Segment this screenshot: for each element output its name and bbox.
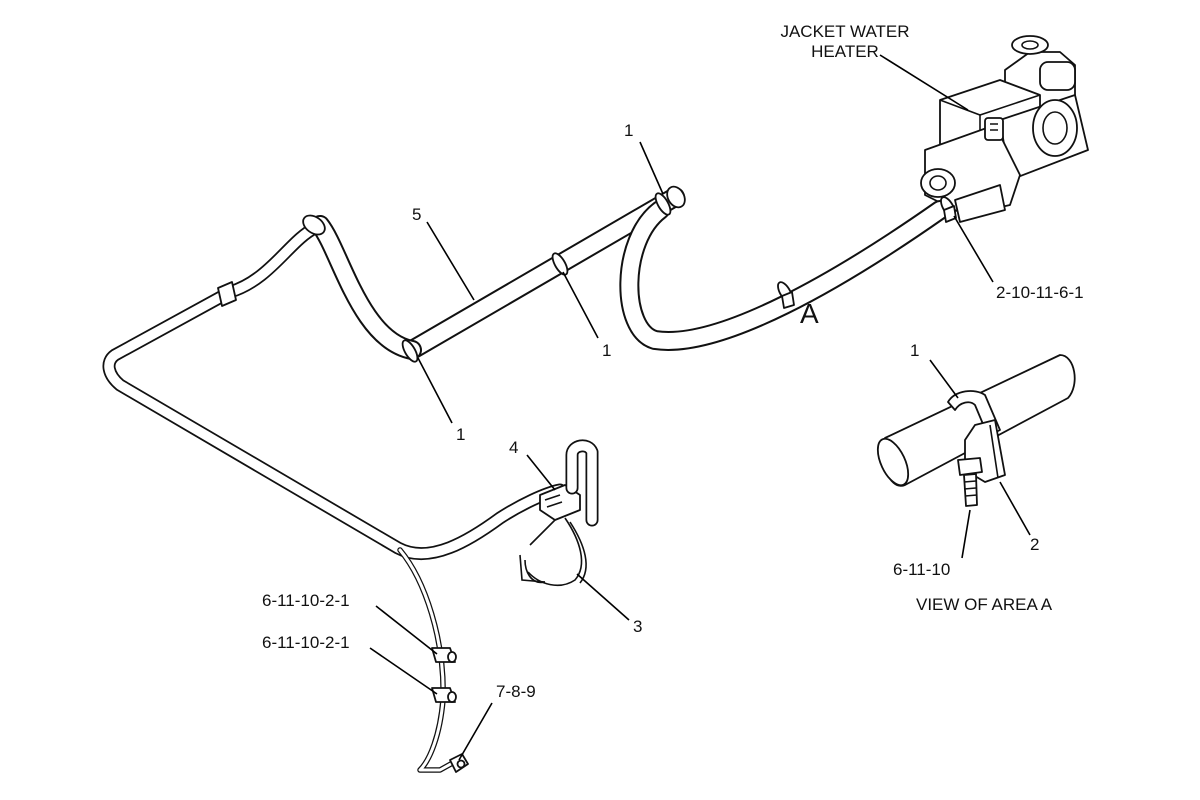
wire-3 <box>519 517 587 587</box>
detail-view-area-a <box>876 354 1076 507</box>
clip-1-mid <box>551 252 569 276</box>
label-area-a: A <box>800 298 819 329</box>
leader-lines <box>369 54 1031 761</box>
clamp-area-a <box>777 281 795 309</box>
label-ground-7-8-9: 7-8-9 <box>496 682 536 701</box>
label-detail-bolt-6-11-10: 6-11-10 <box>893 560 950 579</box>
label-detail-bracket-2: 2 <box>1030 535 1039 554</box>
clip-6-11-10-2-1-lower <box>431 687 457 703</box>
connector-4 <box>539 439 599 527</box>
clip-6-11-10-2-1-upper <box>431 647 457 663</box>
callouts: JACKET WATER HEATER 1 5 1 1 2-10-11-6-1 … <box>262 22 1084 701</box>
ground-terminal-7-8-9 <box>449 753 469 773</box>
label-clip-1-left: 1 <box>456 425 465 444</box>
jacket-water-heater <box>920 35 1089 223</box>
label-clip-1-top: 1 <box>624 121 633 140</box>
clip-1-top <box>654 192 672 216</box>
label-detail-clip-1: 1 <box>910 341 919 360</box>
label-clip-6-11-10-2-1-upper: 6-11-10-2-1 <box>262 591 350 610</box>
label-wire-3: 3 <box>633 617 642 636</box>
label-heater-line2: HEATER <box>811 42 879 61</box>
label-clip-1-mid: 1 <box>602 341 611 360</box>
label-hose-5: 5 <box>412 205 421 224</box>
water-tube-loop <box>102 214 567 560</box>
label-clip-6-11-10-2-1-lower: 6-11-10-2-1 <box>262 633 350 652</box>
label-clamp-2-10-11-6-1: 2-10-11-6-1 <box>996 283 1084 302</box>
label-detail-caption: VIEW OF AREA A <box>916 595 1053 614</box>
label-connector-4: 4 <box>509 438 518 457</box>
hose-assembly-5 <box>310 185 950 360</box>
label-heater-line1: JACKET WATER <box>780 22 909 41</box>
clip-1-left <box>401 339 419 363</box>
